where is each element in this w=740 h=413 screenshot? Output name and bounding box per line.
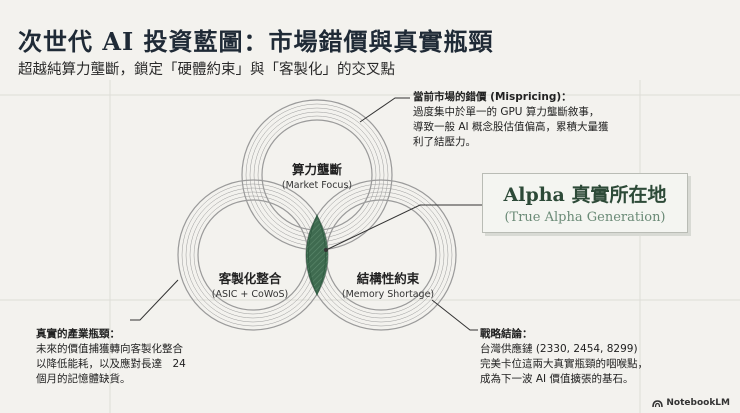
note-bottleneck-heading: 真實的產業瓶頸：: [36, 328, 120, 340]
leader-top: [359, 97, 410, 123]
note-conclusion-body: 台灣供應鏈 (2330, 2454, 8299) 完美卡位這兩大真實瓶頸的咽喉點…: [480, 343, 648, 385]
circle-right-title: 結構性約束: [356, 271, 420, 286]
brand-name: NotebookLM: [666, 398, 730, 408]
circle-top-sub: (Market Focus): [281, 180, 353, 191]
circle-label-right: 結構性約束 (Memory Shortage): [342, 268, 434, 300]
page-title: 次世代 AI 投資藍圖：市場錯價與真實瓶頸: [18, 27, 494, 56]
ring-custom-integration: [177, 179, 329, 331]
note-conclusion-heading: 戰略結論：: [480, 328, 533, 340]
note-mispricing: 當前市場的錯價 (Mispricing)： 過度集中於單一的 GPU 算力壟斷敘…: [413, 90, 613, 150]
alpha-callout: Alpha 真實所在地 (True Alpha Generation): [482, 173, 688, 233]
note-conclusion: 戰略結論： 台灣供應鏈 (2330, 2454, 8299) 完美卡位這兩大真實…: [480, 327, 700, 387]
circle-label-left: 客製化整合 (ASIC + CoWoS): [212, 268, 289, 300]
alpha-title: Alpha 真實所在地: [503, 184, 667, 206]
note-bottleneck-body: 未來的價值捕獲轉向客製化整合 以降低能耗，以及應對長達 24 個月的記憶體缺貨。: [36, 343, 186, 385]
circle-left-title: 客製化整合: [218, 271, 282, 286]
note-mispricing-heading: 當前市場的錯價 (Mispricing)：: [413, 91, 572, 103]
circle-top-title: 算力壟斷: [291, 162, 343, 177]
alpha-subtitle: (True Alpha Generation): [504, 210, 666, 225]
circle-right-sub: (Memory Shortage): [341, 289, 435, 300]
note-mispricing-body: 過度集中於單一的 GPU 算力壟斷敘事， 導致一般 AI 概念股估值偏高，累積大…: [413, 106, 609, 148]
page-subtitle: 超越純算力壟斷，鎖定「硬體約束」與「客製化」的交叉點: [18, 62, 395, 78]
notebooklm-logo-icon: [652, 399, 664, 407]
leader-alpha: [325, 204, 482, 251]
note-bottleneck: 真實的產業瓶頸： 未來的價值捕獲轉向客製化整合 以降低能耗，以及應對長達 24 …: [36, 327, 206, 387]
brand-watermark: NotebookLM: [652, 398, 730, 408]
background-guides: [0, 80, 740, 413]
leader-alpha-dot: [324, 248, 328, 252]
intersection-outline: [308, 213, 326, 297]
circle-left-sub: (ASIC + CoWoS): [211, 289, 289, 300]
leader-right: [431, 299, 478, 331]
leader-left: [130, 279, 179, 321]
circle-label-top: 算力壟斷 (Market Focus): [282, 159, 352, 191]
